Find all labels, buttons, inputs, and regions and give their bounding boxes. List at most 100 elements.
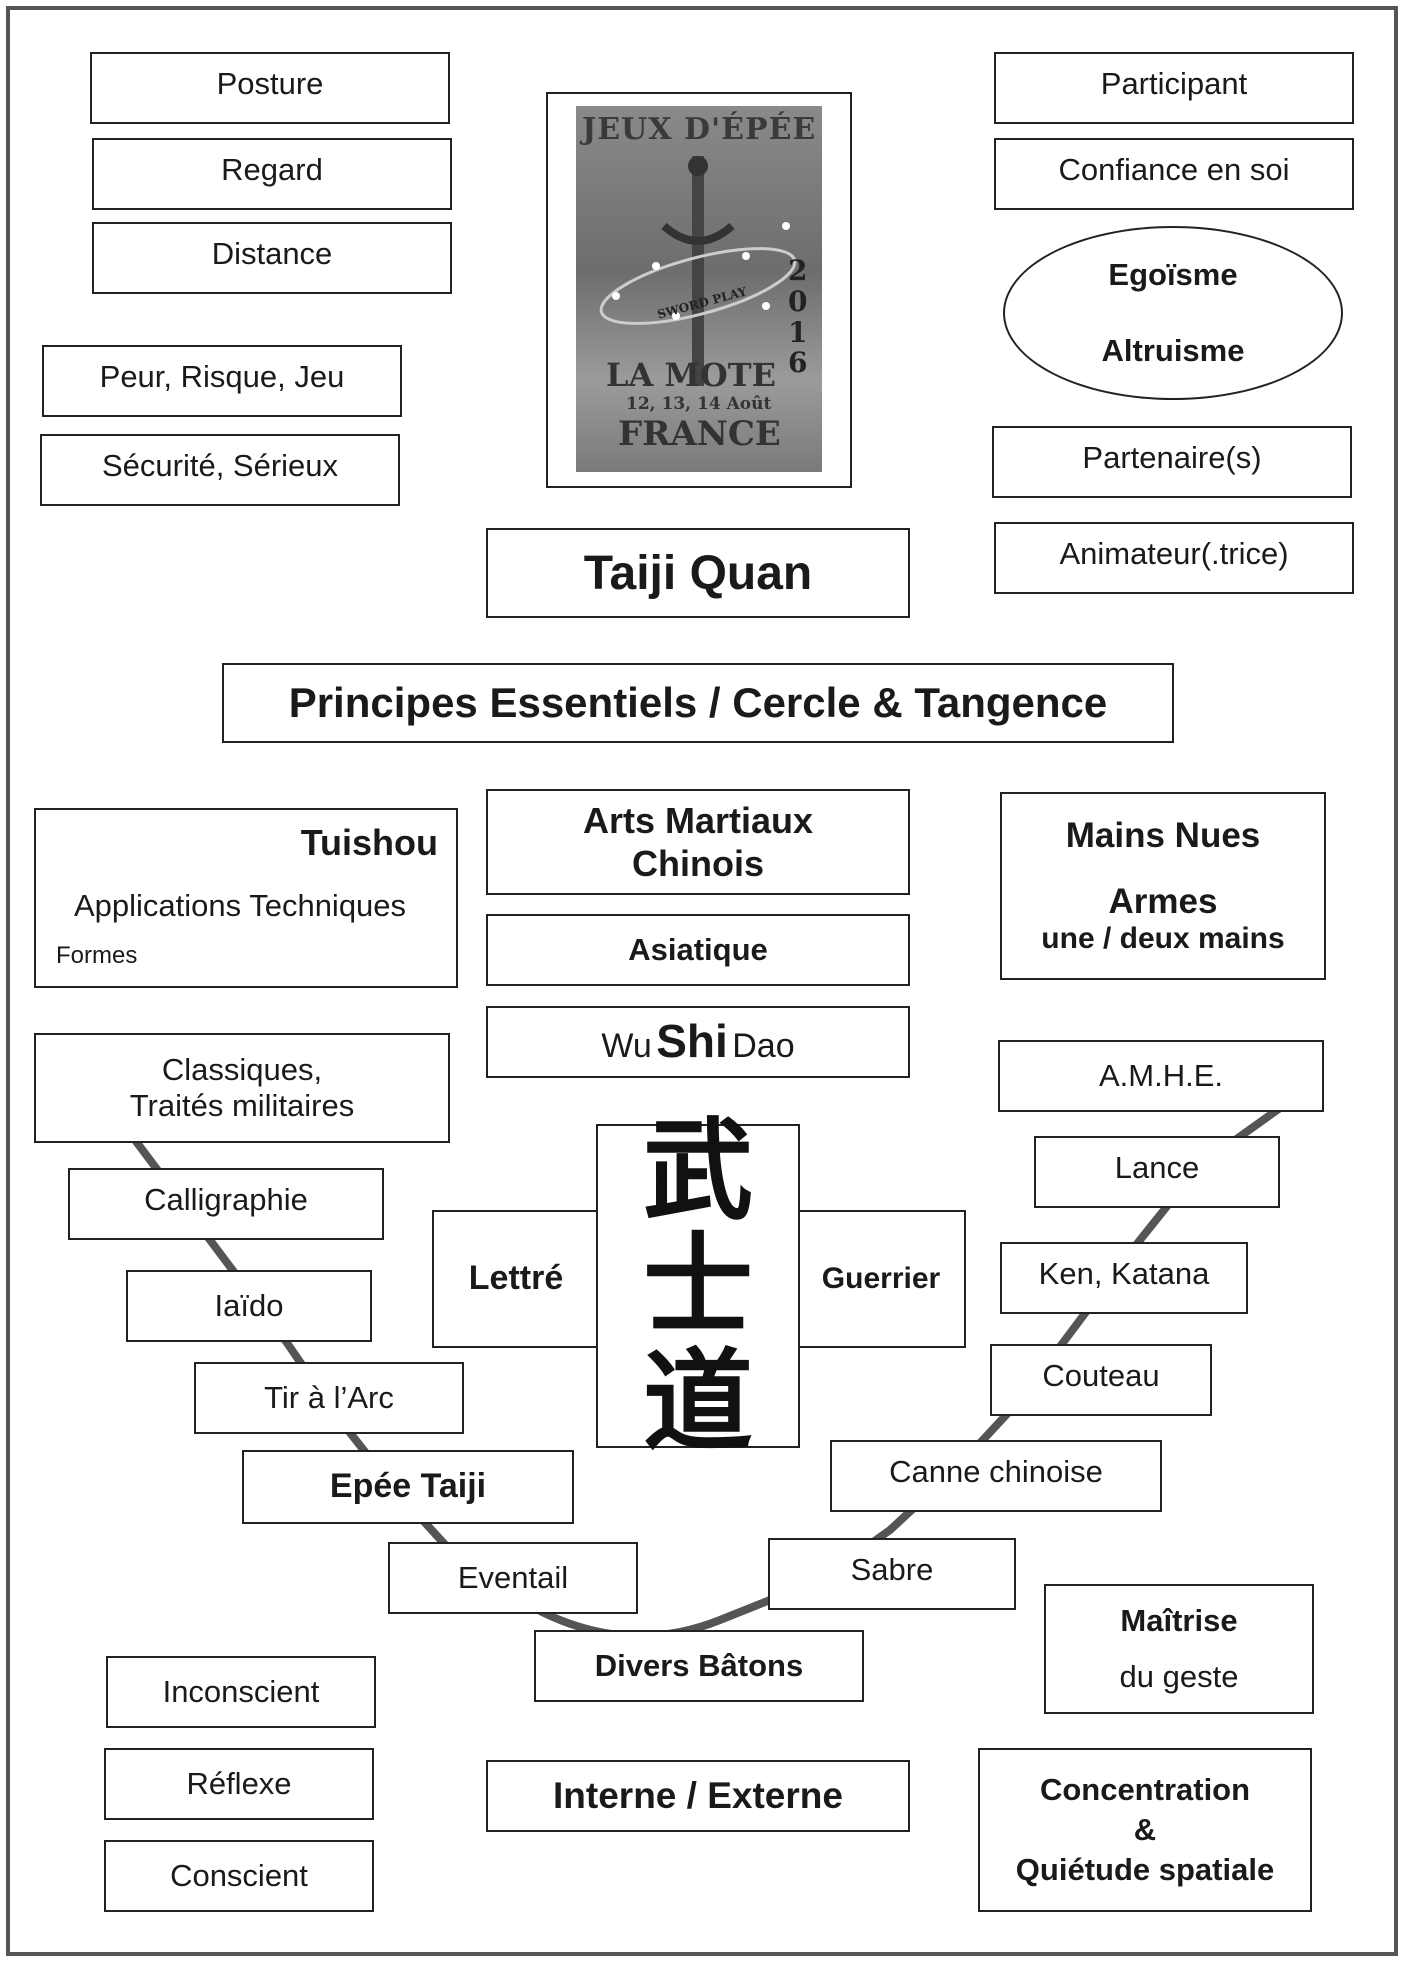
egoisme-altruisme-ellipse: Egoïsme Altruisme (1003, 226, 1343, 400)
iaido-label: Iaïdo (214, 1288, 284, 1324)
eventail-label: Eventail (457, 1560, 569, 1596)
poster-country: FRANCE (618, 414, 781, 454)
interne-externe-label: Interne / Externe (553, 1774, 843, 1816)
concentration-line2: & (1133, 1811, 1157, 1847)
poster-year-digit: 2 (788, 254, 808, 287)
tuishou-applications: Applications Techniques (74, 888, 407, 923)
asiatique-box: Asiatique (486, 914, 910, 986)
wu-label: Wu (601, 1027, 652, 1065)
securite-box: Sécurité, Sérieux (40, 434, 400, 506)
interne-externe-box: Interne / Externe (486, 1760, 910, 1832)
tuishou-box: Tuishou Applications Techniques Formes (34, 808, 458, 988)
principes-label: Principes Essentiels / Cercle & Tangence (288, 679, 1108, 726)
regard-label: Regard (221, 152, 323, 187)
une-deux-mains-label: une / deux mains (1041, 921, 1285, 955)
distance-label: Distance (211, 236, 333, 271)
securite-label: Sécurité, Sérieux (101, 448, 339, 483)
epee-taiji-box: Epée Taiji (242, 1450, 574, 1524)
du-geste-label: du geste (1119, 1659, 1239, 1694)
canne-chinoise-box: Canne chinoise (830, 1440, 1162, 1512)
guerrier-box: Guerrier (796, 1210, 966, 1348)
sabre-label: Sabre (850, 1552, 934, 1587)
divers-batons-box: Divers Bâtons (534, 1630, 864, 1702)
ken-katana-label: Ken, Katana (1038, 1256, 1210, 1291)
participant-box: Participant (994, 52, 1354, 124)
sword-icon (599, 156, 797, 386)
poster-year-digit: 0 (788, 284, 808, 318)
classiques-line1: Classiques, (161, 1052, 323, 1088)
shi-label: Shi (656, 1015, 728, 1067)
regard-box: Regard (92, 138, 452, 210)
amhe-box: A.M.H.E. (998, 1040, 1324, 1112)
distance-box: Distance (92, 222, 452, 294)
inconscient-label: Inconscient (162, 1674, 320, 1710)
sabre-box: Sabre (768, 1538, 1016, 1610)
poster-image: JEUX D'ÉPÉE SWORD PLAY 2 0 1 6 LA MOTE 1… (576, 106, 822, 472)
poster-dates: 12, 13, 14 Août (626, 394, 772, 414)
lance-label: Lance (1114, 1150, 1200, 1185)
page-frame (6, 6, 1398, 1956)
classiques-line2: Traités militaires (129, 1088, 355, 1123)
conscient-label: Conscient (170, 1858, 308, 1894)
guerrier-label: Guerrier (821, 1261, 941, 1295)
peur-box: Peur, Risque, Jeu (42, 345, 402, 417)
partenaires-label: Partenaire(s) (1082, 440, 1262, 475)
poster-year-digit: 6 (788, 346, 808, 380)
concentration-box: Concentration & Quiétude spatiale (978, 1748, 1312, 1912)
taiji-quan-box: Taiji Quan (486, 528, 910, 618)
epee-taiji-label: Epée Taiji (329, 1467, 487, 1506)
concentration-line3: Quiétude spatiale (1015, 1852, 1275, 1888)
kanji-bu: 武 (643, 1105, 753, 1235)
egoisme-label: Egoïsme (1108, 257, 1238, 293)
animateur-box: Animateur(.trice) (994, 522, 1354, 594)
calligraphie-label: Calligraphie (144, 1182, 308, 1217)
kanji-shi: 士 (643, 1221, 753, 1351)
lettre-label: Lettré (468, 1259, 564, 1298)
poster-year-digit: 1 (788, 315, 808, 349)
classiques-box: Classiques, Traités militaires (34, 1033, 450, 1143)
concentration-line1: Concentration (1039, 1771, 1251, 1807)
posture-box: Posture (90, 52, 450, 124)
poster-year: 2 0 1 6 (788, 254, 808, 380)
poster-title: JEUX D'ÉPÉE (582, 112, 817, 147)
lettre-box: Lettré (432, 1210, 600, 1348)
amhe-label: A.M.H.E. (1098, 1058, 1223, 1094)
posture-label: Posture (216, 66, 324, 101)
animateur-label: Animateur(.trice) (1059, 536, 1289, 571)
peur-label: Peur, Risque, Jeu (99, 359, 345, 394)
canne-chinoise-label: Canne chinoise (889, 1454, 1103, 1489)
conscient-box: Conscient (104, 1840, 374, 1912)
partenaires-box: Partenaire(s) (992, 426, 1352, 498)
participant-label: Participant (1100, 66, 1248, 101)
mains-nues-label: Mains Nues (1065, 815, 1261, 855)
arts-martiaux-line2: Chinois (632, 843, 764, 884)
armes-label: Armes (1108, 881, 1218, 921)
tuishou-formes: Formes (56, 942, 138, 969)
reflexe-box: Réflexe (104, 1748, 374, 1820)
arts-martiaux-line1: Arts Martiaux (582, 799, 814, 841)
lance-box: Lance (1034, 1136, 1280, 1208)
confiance-label: Confiance en soi (1058, 152, 1290, 187)
confiance-box: Confiance en soi (994, 138, 1354, 210)
inconscient-box: Inconscient (106, 1656, 376, 1728)
tuishou-title: Tuishou (300, 822, 438, 863)
dao-label: Dao (732, 1027, 795, 1065)
couteau-box: Couteau (990, 1344, 1212, 1416)
taiji-quan-label: Taiji Quan (583, 546, 813, 600)
tir-arc-box: Tir à l’Arc (194, 1362, 464, 1434)
eventail-box: Eventail (388, 1542, 638, 1614)
altruisme-label: Altruisme (1101, 333, 1245, 368)
couteau-label: Couteau (1042, 1358, 1160, 1393)
maitrise-box: Maîtrise du geste (1044, 1584, 1314, 1714)
ken-katana-box: Ken, Katana (1000, 1242, 1248, 1314)
calligraphie-box: Calligraphie (68, 1168, 384, 1240)
kanji-do: 道 (643, 1336, 753, 1466)
kanji-box: 武 士 道 (596, 1113, 800, 1459)
principes-box: Principes Essentiels / Cercle & Tangence (222, 663, 1174, 743)
wushidao-box: Wu Shi Dao (486, 1006, 910, 1078)
mains-nues-box: Mains Nues Armes une / deux mains (1000, 792, 1326, 980)
asiatique-label: Asiatique (628, 932, 768, 968)
iaido-box: Iaïdo (126, 1270, 372, 1342)
maitrise-label: Maîtrise (1120, 1603, 1238, 1639)
arts-martiaux-box: Arts Martiaux Chinois (486, 789, 910, 895)
